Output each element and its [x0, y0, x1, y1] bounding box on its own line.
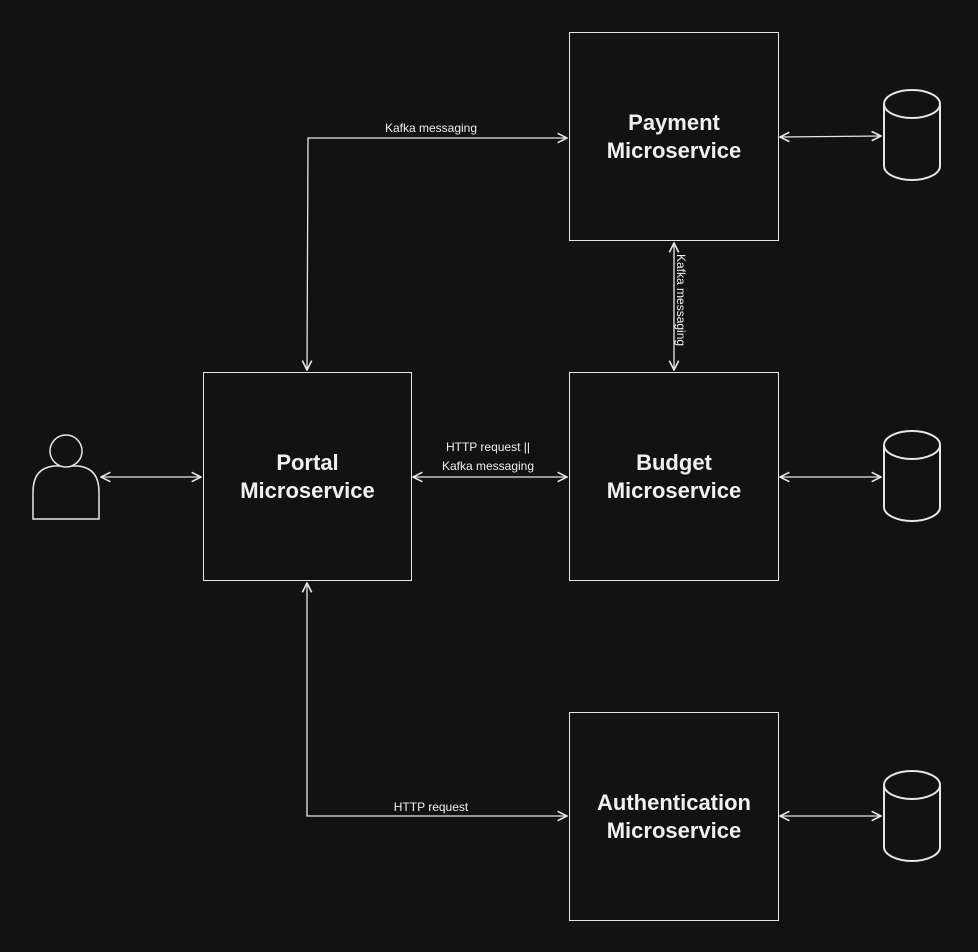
budget-microservice-box[interactable]: Budget Microservice — [569, 372, 779, 581]
edge-label-portal-budget: HTTP request || Kafka messaging — [441, 440, 535, 473]
edge-label-portal-auth: HTTP request — [393, 800, 469, 814]
portal-microservice-label: Portal Microservice — [240, 449, 375, 503]
authentication-microservice-label: Authentication Microservice — [597, 789, 751, 843]
portal-microservice-box[interactable]: Portal Microservice — [203, 372, 412, 581]
edge-label-portal-payment: Kafka messaging — [384, 121, 478, 135]
payment-microservice-label: Payment Microservice — [606, 109, 742, 163]
authentication-microservice-box[interactable]: Authentication Microservice — [569, 712, 779, 921]
edge-label-payment-budget: Kafka messaging — [674, 254, 688, 347]
edge-portal-payment — [307, 138, 567, 370]
database-icon — [883, 770, 941, 862]
edge-payment-db — [780, 136, 881, 137]
database-icon — [883, 430, 941, 522]
payment-microservice-box[interactable]: Payment Microservice — [569, 32, 779, 241]
database-icon — [883, 89, 941, 181]
budget-microservice-label: Budget Microservice — [606, 449, 742, 503]
user-icon — [32, 434, 100, 520]
edge-portal-auth — [307, 583, 567, 816]
